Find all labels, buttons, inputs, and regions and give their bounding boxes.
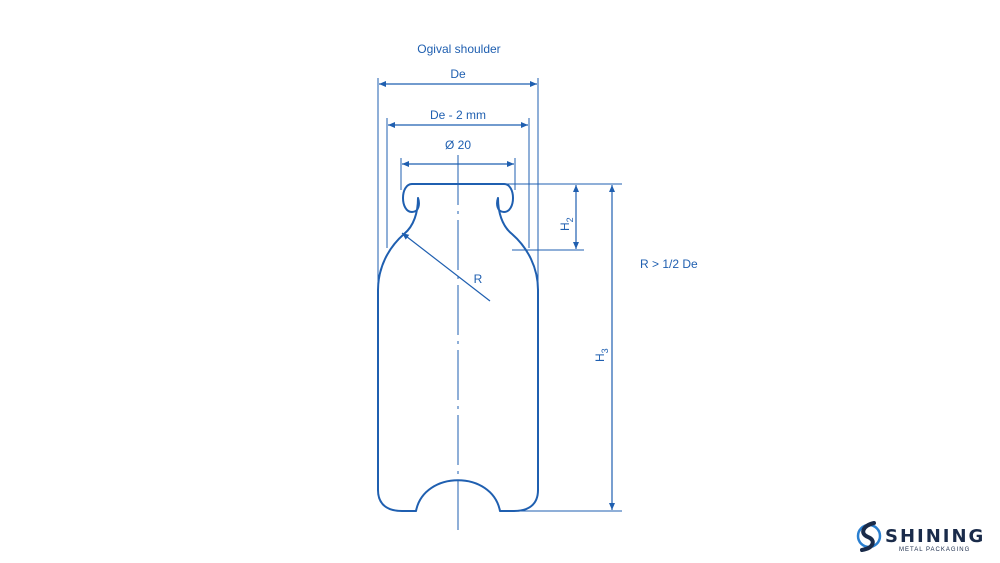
dim-radius-line [401, 232, 491, 302]
brand-logo: SHINING METAL PACKAGING [856, 521, 985, 553]
radius-rule-label: R > 1/2 De [640, 257, 698, 271]
radius-label: R [474, 272, 483, 286]
logo-word: SHINING [885, 526, 985, 547]
extension-lines [377, 78, 622, 512]
de-label: De [450, 67, 466, 81]
h2-main: H [558, 222, 572, 231]
de-minus-label: De - 2 mm [430, 108, 486, 122]
left-shoulder [377, 183, 420, 291]
h3-sub: 3 [600, 348, 610, 353]
shining-logo-icon [856, 521, 882, 552]
h2-label: H2 [558, 217, 575, 231]
right-shoulder [496, 183, 539, 291]
diameter-label: Ø 20 [445, 138, 471, 152]
title-label: Ogival shoulder [417, 42, 500, 56]
dimension-lines [379, 81, 615, 510]
logo-tagline: METAL PACKAGING [899, 547, 970, 553]
h3-label: H3 [593, 348, 610, 362]
h3-main: H [593, 353, 607, 362]
labels: Ogival shoulder De De - 2 mm Ø 20 R R > … [417, 42, 698, 362]
h2-sub: 2 [565, 217, 575, 222]
